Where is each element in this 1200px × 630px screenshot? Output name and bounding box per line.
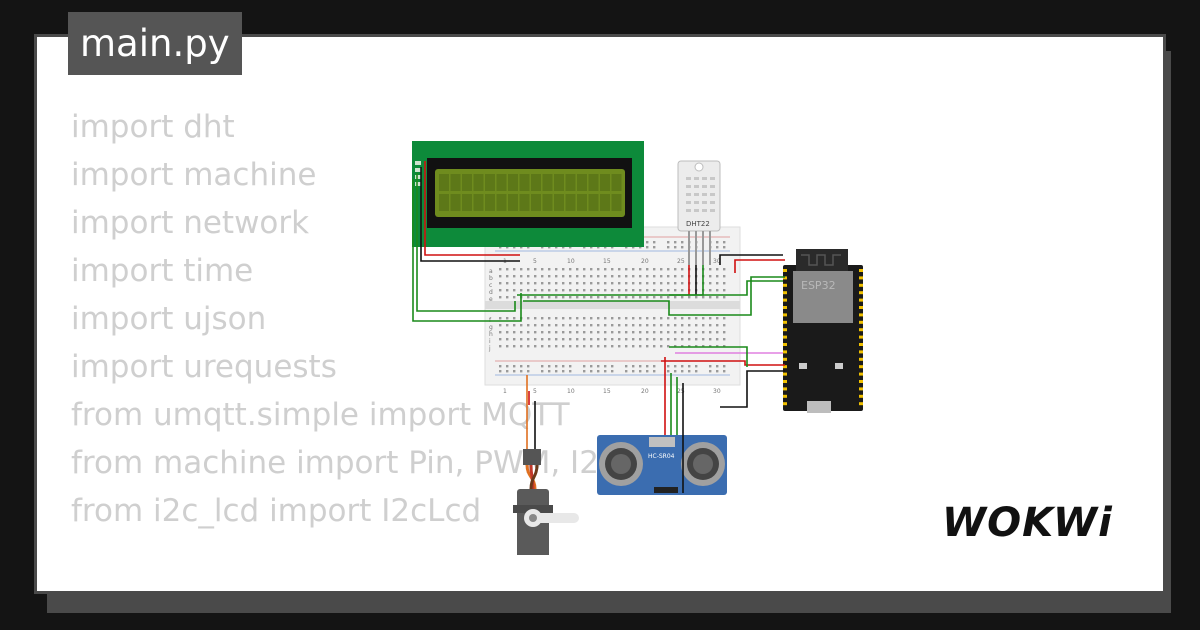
- column-label: 20: [641, 258, 649, 265]
- code-line: from machine import Pin, PWM, I2C: [71, 445, 621, 481]
- row-label: j: [488, 345, 491, 352]
- logo-text: WOKWi: [942, 500, 1113, 546]
- lcd-display: [412, 141, 644, 247]
- column-label: 30: [713, 258, 721, 265]
- code-line: import dht: [71, 109, 235, 145]
- wires: [412, 161, 785, 493]
- row-label: a: [489, 268, 493, 275]
- code-line: from i2c_lcd import I2cLcd: [71, 493, 482, 529]
- row-label: c: [489, 282, 492, 289]
- column-label: 5: [533, 388, 537, 395]
- code-line: from umqtt.simple import MQTT: [71, 397, 570, 433]
- code-line: # Configuration: [71, 583, 621, 591]
- code-line: import network: [71, 205, 310, 241]
- column-label: 30: [713, 388, 721, 395]
- dht22-label: DHT22: [686, 220, 710, 228]
- column-label: 25: [677, 258, 685, 265]
- column-label: 15: [603, 258, 611, 265]
- row-label: d: [489, 289, 493, 296]
- breadboard: 1 5 10 15 20 25 30 1 5 10 15 20 25 30 a …: [484, 226, 741, 395]
- column-label: 1: [503, 388, 507, 395]
- column-label: 10: [567, 388, 575, 395]
- column-label: 20: [641, 388, 649, 395]
- row-label: e: [489, 296, 493, 303]
- file-tab[interactable]: main.py: [68, 12, 242, 75]
- code-line: import machine: [71, 157, 317, 193]
- code-line: import urequests: [71, 349, 337, 385]
- circuit-diagram: 1 5 10 15 20 25 30 1 5 10 15 20 25 30 a …: [412, 141, 863, 555]
- code-listing: import dht import machine import network…: [71, 103, 621, 591]
- row-label: g: [489, 324, 493, 331]
- dht22-sensor: DHT22: [677, 160, 721, 265]
- ultrasonic-label: HC-SR04: [648, 453, 675, 460]
- code-line: import time: [71, 253, 254, 289]
- row-label: i: [489, 338, 491, 345]
- servo-motor: [513, 449, 579, 555]
- row-label: h: [489, 331, 493, 338]
- code-line: import ujson: [71, 301, 267, 337]
- esp32-label: ESP32: [801, 279, 836, 292]
- esp32-board: ESP32: [783, 249, 863, 413]
- row-label: b: [489, 275, 493, 282]
- wokwi-logo: WOKWi: [942, 500, 1113, 546]
- column-label: 15: [603, 388, 611, 395]
- column-label: 10: [567, 258, 575, 265]
- column-label: 5: [533, 258, 537, 265]
- preview-card: import dht import machine import network…: [34, 34, 1166, 594]
- column-label: 25: [677, 388, 685, 395]
- ultrasonic-sensor: HC-SR04: [597, 435, 727, 495]
